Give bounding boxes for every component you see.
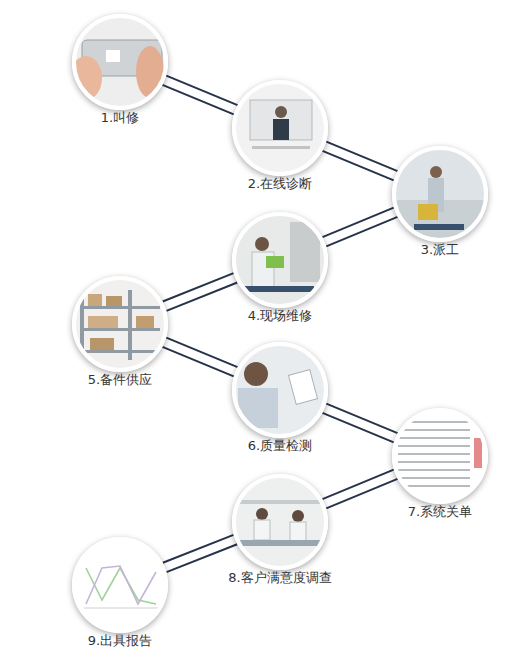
shelf-photo [70, 274, 170, 374]
step-circle: 6.质量检测 [232, 342, 328, 438]
step-label: 1.叫修 [101, 110, 139, 126]
step-circle: 7.系统关单 [392, 408, 488, 504]
connector-line [326, 217, 397, 246]
step-circle: 8.客户满意度调查 [232, 474, 328, 570]
office-photo [230, 472, 330, 572]
double-connector [322, 142, 397, 181]
double-connector [163, 273, 238, 311]
screen-photo [230, 78, 330, 178]
table-photo [390, 406, 490, 506]
step-label: 6.质量检测 [248, 438, 312, 454]
dispatch-photo [390, 144, 490, 244]
repair-photo [230, 210, 330, 310]
double-connector [162, 338, 237, 377]
connector-line [166, 282, 237, 310]
step-label: 8.客户满意度调查 [228, 570, 331, 586]
connector-line [166, 338, 237, 367]
connector-line [326, 142, 397, 171]
chart-photo [70, 535, 170, 635]
step-circle: 4.现场维修 [232, 212, 328, 308]
step-circle: 1.叫修 [72, 14, 168, 110]
double-connector [322, 208, 397, 247]
step-label: 4.现场维修 [248, 308, 312, 324]
connector-line [166, 76, 237, 105]
step-circle: 3.派工 [392, 146, 488, 242]
step-label: 5.备件供应 [88, 372, 152, 388]
step-label: 2.在线诊断 [248, 176, 312, 192]
step-label: 3.派工 [421, 242, 459, 258]
step-label: 9.出具报告 [88, 633, 152, 649]
double-connector [322, 470, 397, 509]
step-circle: 9.出具报告 [72, 537, 168, 633]
double-connector [162, 76, 237, 115]
step-circle: 5.备件供应 [72, 276, 168, 372]
step-label: 7.系统关单 [408, 504, 472, 520]
double-connector [322, 404, 397, 443]
connector-line [326, 479, 397, 508]
connector-line [326, 404, 397, 433]
step-circle: 2.在线诊断 [232, 80, 328, 176]
connector-line [166, 544, 237, 572]
phone-photo [70, 12, 170, 112]
double-connector [163, 535, 237, 572]
inspection-photo [230, 340, 330, 440]
